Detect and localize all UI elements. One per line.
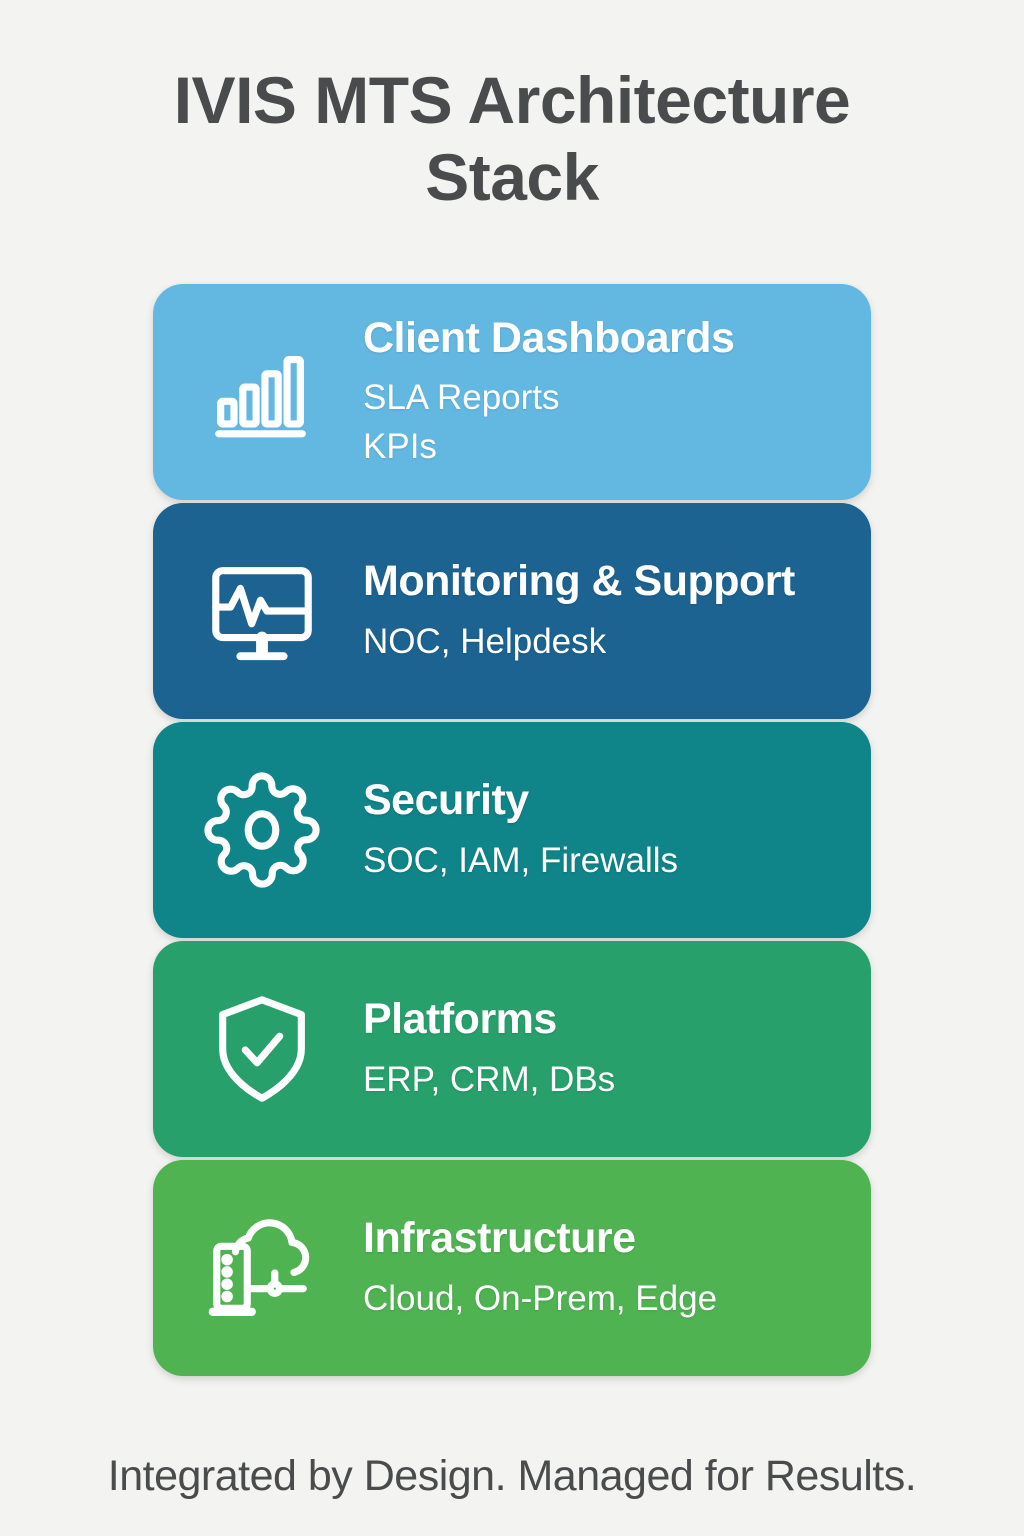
layer-detail-line: Cloud, On-Prem, Edge: [363, 1278, 718, 1318]
layer-text: Client Dashboards SLA Reports KPIs: [363, 314, 831, 471]
page-title: IVIS MTS Architecture Stack: [173, 63, 851, 215]
bar-chart-icon: [201, 331, 323, 453]
layer-card-monitoring-support: Monitoring & Support NOC, Helpdesk: [153, 503, 871, 720]
layer-text: Monitoring & Support NOC, Helpdesk: [363, 557, 831, 665]
layer-details: ERP, CRM, DBs: [363, 1055, 831, 1104]
footer-tagline: Integrated by Design. Managed for Result…: [107, 1452, 917, 1501]
layer-card-security: Security SOC, IAM, Firewalls: [153, 722, 871, 939]
layer-details: NOC, Helpdesk: [363, 617, 831, 666]
layer-card-platforms: Platforms ERP, CRM, DBs: [153, 941, 871, 1158]
layer-details: SLA Reports KPIs: [363, 373, 831, 471]
layer-detail-line: KPIs: [363, 427, 437, 467]
layer-card-client-dashboards: Client Dashboards SLA Reports KPIs: [153, 284, 871, 501]
layer-title: Monitoring & Support: [363, 557, 795, 606]
layer-details: Cloud, On-Prem, Edge: [363, 1274, 831, 1323]
shield-check-icon: [201, 988, 323, 1110]
layer-text: Infrastructure Cloud, On-Prem, Edge: [363, 1214, 831, 1322]
layer-detail-line: SOC, IAM, Firewalls: [363, 840, 679, 880]
monitor-pulse-icon: [201, 550, 323, 672]
architecture-stack: Client Dashboards SLA Reports KPIs Monit…: [153, 284, 871, 1377]
layer-title: Infrastructure: [363, 1214, 636, 1263]
layer-title: Security: [363, 776, 529, 825]
layer-detail-line: SLA Reports: [363, 378, 560, 418]
layer-title: Platforms: [363, 995, 557, 1044]
layer-text: Security SOC, IAM, Firewalls: [363, 776, 831, 884]
layer-detail-line: ERP, CRM, DBs: [363, 1059, 616, 1099]
layer-detail-line: NOC, Helpdesk: [363, 621, 607, 661]
layer-card-infrastructure: Infrastructure Cloud, On-Prem, Edge: [153, 1160, 871, 1377]
layer-title: Client Dashboards: [363, 313, 735, 362]
layer-details: SOC, IAM, Firewalls: [363, 836, 831, 885]
gear-icon: [201, 769, 323, 891]
layer-text: Platforms ERP, CRM, DBs: [363, 995, 831, 1103]
cloud-server-icon: [201, 1207, 323, 1329]
